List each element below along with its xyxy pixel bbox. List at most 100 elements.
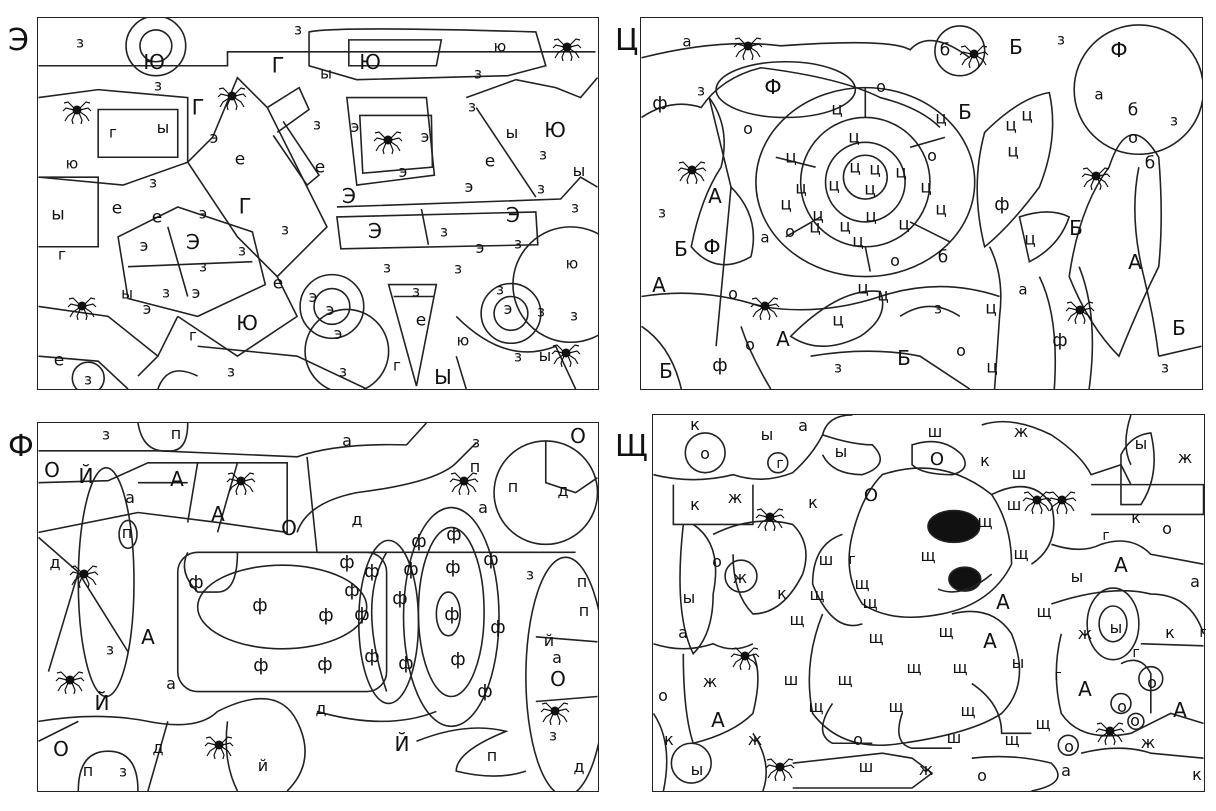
panel-0-letter: з — [514, 347, 522, 366]
panel-3-letter: о — [1162, 519, 1172, 538]
panel-3-letter: ш — [818, 550, 834, 569]
panel-0-letter: з — [162, 283, 170, 302]
panel-2-letter: а — [342, 431, 352, 450]
panel-0-letter: э — [350, 117, 360, 136]
panel-1-letter: А — [652, 273, 666, 297]
panel-0-letter: Э — [342, 184, 356, 208]
panel-1-letter: ц — [895, 162, 907, 183]
panel-3-letter: к — [1165, 623, 1175, 642]
panel-3-letter: г — [848, 552, 856, 568]
panel-1-letter: ц — [848, 127, 860, 148]
spider-icon — [449, 472, 479, 496]
panel-0-letter: Ы — [434, 365, 452, 389]
panel-2-letter: ф — [364, 646, 380, 667]
panel-2-letter: з — [106, 640, 114, 659]
panel-3-letter: ж — [1013, 422, 1029, 441]
panel-1-letter: о — [745, 335, 755, 354]
panel-0-letter: з — [496, 280, 504, 299]
panel-3-letter: щ — [888, 697, 904, 716]
panel-0-letter: Э — [186, 230, 200, 254]
panel-1-letter: ц — [869, 159, 881, 180]
panel-1-letter: ц — [920, 177, 932, 198]
panel-0-letter: з — [294, 20, 302, 39]
panel-3-letter: щ — [809, 585, 825, 604]
panel-0-letter: з — [571, 198, 579, 217]
panel-0-letter: з — [76, 33, 84, 52]
panel-0-letter: э — [464, 177, 474, 196]
panel-2-letter: д — [573, 757, 585, 776]
panel-1-letter: ц — [985, 298, 997, 319]
panel-1-letter: а — [1094, 85, 1104, 104]
panel-0-letter: з — [149, 173, 157, 192]
panel-0-letter: э — [420, 127, 430, 146]
panel-3-letter: щ — [868, 628, 884, 647]
spider-icon — [1095, 722, 1125, 746]
panel-1-letter: б — [937, 247, 949, 268]
panel-0-letter: ы — [121, 284, 133, 303]
panel-1-letter: ц — [986, 357, 998, 378]
panel-2-letter: ф — [444, 604, 460, 625]
panel-0-letter: э — [139, 236, 149, 255]
panel-0-letter: ы — [320, 64, 332, 83]
panel-1-letter: А — [1128, 250, 1142, 274]
spider-icon — [226, 472, 256, 496]
panel-2-letter: з — [526, 565, 534, 584]
panel-3-letter: к — [1131, 508, 1141, 527]
panel-f-heading: Ф — [8, 429, 34, 464]
panel-2-letter: ф — [354, 604, 370, 625]
panel-1-letter: Б — [897, 346, 911, 370]
panel-3-letter: о — [700, 444, 710, 463]
panel-1-letter: о — [876, 77, 886, 96]
panel-2-letter: ф — [490, 617, 506, 638]
panel-3-letter: а — [678, 623, 688, 642]
panel-0-letter: з — [537, 302, 545, 321]
panel-3-letter: щ — [960, 701, 976, 720]
spider-icon — [373, 131, 403, 155]
panel-2-letter: а — [166, 674, 176, 693]
panel-1-letter: Б — [659, 359, 673, 383]
panel-1-letter: з — [934, 299, 942, 318]
panel-1-letter: ц — [865, 206, 877, 227]
panel-2-letter: ф — [477, 681, 493, 702]
panel-0-letter: Г — [238, 194, 252, 219]
panel-0-letter: ю — [493, 37, 507, 56]
panel-2-letter: д — [557, 481, 569, 500]
panel-3-letter: щ — [862, 593, 878, 612]
panel-1-letter: ц — [831, 99, 843, 120]
panel-2-letter: п — [121, 523, 133, 542]
panel-3-letter: ы — [690, 760, 704, 779]
panel-3-letter: г — [1199, 625, 1207, 641]
panel-1-letter: ц — [785, 147, 797, 168]
panel-2-letter: ф — [392, 588, 408, 609]
spider-icon — [733, 37, 763, 61]
panel-2-letter: ф — [344, 580, 360, 601]
panel-e-outline-drawing — [38, 18, 598, 389]
panel-1-letter: з — [834, 358, 842, 377]
panel-0-letter: з — [539, 145, 547, 164]
panel-2-letter: ф — [446, 524, 462, 545]
panel-3-letter: г — [776, 456, 784, 472]
panel-3-letter: г — [1102, 528, 1110, 544]
panel-2-letter: з — [472, 433, 480, 452]
panel-2-letter: О — [281, 516, 297, 540]
panel-1-letter: ц — [1005, 115, 1017, 136]
panel-3-letter: щ — [938, 622, 954, 641]
panel-0-letter: е — [151, 207, 163, 228]
panel-1-letter: о — [728, 284, 738, 303]
panel-2-letter: ф — [364, 561, 380, 582]
panel-2-letter: д — [315, 699, 327, 718]
panel-3-letter: к — [777, 584, 787, 603]
panel-1-letter: а — [682, 32, 692, 51]
panel-1-letter: ц — [857, 278, 869, 299]
panel-0-letter: з — [227, 362, 235, 381]
panel-3-letter: ы — [682, 588, 696, 607]
panel-3-letter: ш — [783, 670, 799, 689]
panel-0-letter: е — [484, 151, 496, 172]
panel-0-letter: е — [415, 310, 427, 331]
panel-2-letter: А — [211, 502, 225, 526]
panel-1-letter: Ф — [764, 75, 782, 99]
panel-3-letter: ш — [946, 728, 962, 747]
panel-2-letter: п — [469, 457, 481, 476]
panel-1-letter: б — [939, 40, 951, 61]
panel-2-letter: ф — [450, 649, 466, 670]
